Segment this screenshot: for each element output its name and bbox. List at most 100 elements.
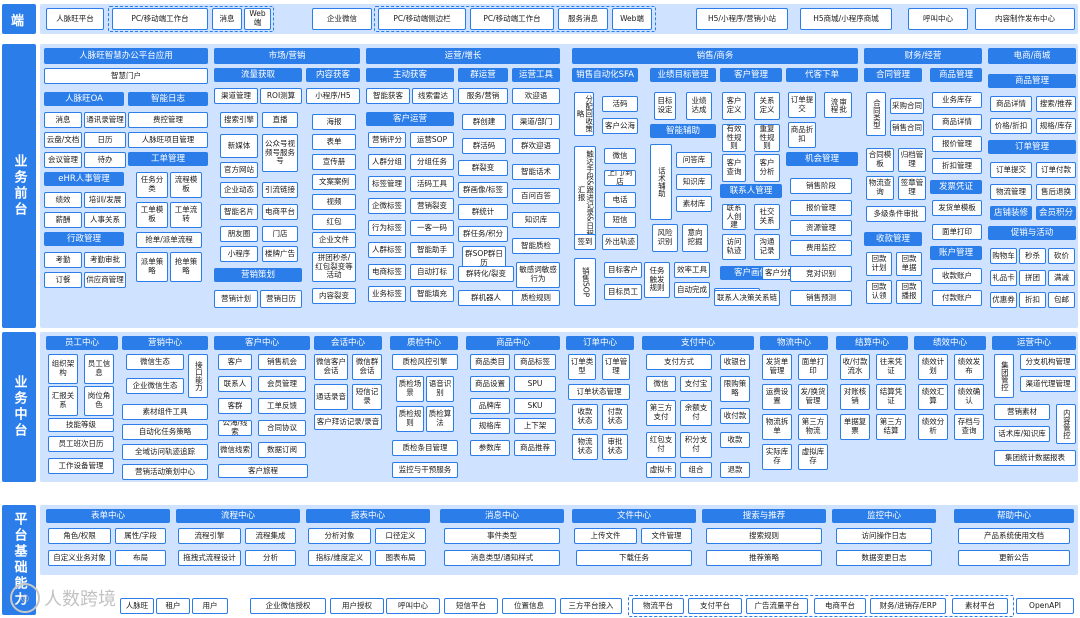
section-header: 人脉旺智慧办公平台应用 xyxy=(44,48,208,64)
module-box: 存档与查询 xyxy=(954,414,984,440)
module-box: 活码工具 xyxy=(410,176,454,192)
module-box: 礼品卡 xyxy=(990,270,1017,286)
module-box: 服务消息 xyxy=(558,8,608,30)
module-box: 外出轨迹 xyxy=(602,234,638,250)
watermark: ◎人数跨境 xyxy=(10,583,125,613)
module-box: 智能质检 xyxy=(512,238,560,254)
module-box: 质检算法 xyxy=(426,406,454,432)
module-box: 群机器人 xyxy=(458,290,514,306)
module-box: 拖拽式流程设计 xyxy=(178,550,241,566)
section-header: 促销与活动 xyxy=(988,226,1076,240)
section-header: 行政管理 xyxy=(44,232,124,246)
section-header: 运营/增长 xyxy=(366,48,560,64)
module-box: 红包支付 xyxy=(646,432,676,458)
module-box: 联系人决策关系链 xyxy=(714,290,780,306)
module-box: 电商平台 xyxy=(262,204,298,220)
module-box: 积分支付 xyxy=(680,432,712,458)
module-box: 签章管理 xyxy=(898,176,926,200)
module-box: 工作设备管理 xyxy=(48,458,114,474)
module-box: 更新公告 xyxy=(958,550,1070,566)
module-box: 发货单模板 xyxy=(932,200,982,216)
section-header: 商品中心 xyxy=(466,336,560,350)
dashed-group xyxy=(108,6,274,32)
section-header: 报表中心 xyxy=(306,509,430,523)
module-box: 工单模板 xyxy=(136,202,168,228)
bottom-capability: 财务/进销存/ERP xyxy=(870,598,946,614)
module-box: H5商城/小程序商城 xyxy=(800,8,892,30)
module-box: 客户旅程 xyxy=(218,464,308,478)
watermark-logo-icon: ◎ xyxy=(10,583,40,613)
module-box: 分析 xyxy=(245,550,296,566)
module-box: 企微标签 xyxy=(368,198,406,214)
module-box: 群转化/裂变 xyxy=(458,266,514,282)
module-box: 对账核销 xyxy=(840,384,870,410)
module-box: 订单状态管理 xyxy=(568,384,630,400)
module-box: 考勤审批 xyxy=(84,252,126,268)
module-box: 文案案例 xyxy=(312,174,356,190)
module-box: 群活码 xyxy=(462,138,506,154)
module-box: 意向挖掘 xyxy=(682,224,708,252)
module-box: 合同类型 xyxy=(866,92,886,136)
module-box: 报价管理 xyxy=(790,200,852,216)
module-box: 社交关系 xyxy=(754,204,780,230)
section-header: 支付中心 xyxy=(642,336,754,350)
bottom-capability: 租户 xyxy=(156,598,190,614)
module-box: 客户分群 xyxy=(762,266,798,280)
section-header: 流量获取 xyxy=(214,68,302,82)
module-box: 收/付款流水 xyxy=(840,354,870,380)
module-box: 百问百答 xyxy=(512,188,560,204)
bottom-capability: 短信平台 xyxy=(444,598,498,614)
module-box: 客户查询 xyxy=(722,154,746,182)
module-box: 群画像/标签 xyxy=(458,182,508,198)
module-box: 质检规则 xyxy=(396,406,424,432)
module-box: 企业文件 xyxy=(312,232,356,248)
module-box: 智能助手 xyxy=(410,242,454,258)
section-header: 绩效中心 xyxy=(914,336,986,350)
module-box: 联系人创建 xyxy=(722,204,746,230)
module-box: 物流管理 xyxy=(990,184,1032,200)
module-box: 折扣管理 xyxy=(932,158,982,174)
module-box: 营销活动策划中心 xyxy=(122,464,208,480)
module-box: 收款账户 xyxy=(932,268,982,284)
section-header: eHR人事管理 xyxy=(44,172,124,186)
module-box: 资源管理 xyxy=(790,220,852,236)
module-box: 营销裂变 xyxy=(410,198,454,214)
module-box: 行为标签 xyxy=(368,220,406,236)
module-box: 抢单/派单流程 xyxy=(136,232,202,248)
module-box: 楼牌广告 xyxy=(262,246,298,262)
bottom-capability: 人脉旺 xyxy=(120,598,154,614)
module-box: 直播 xyxy=(262,112,298,128)
module-box: 派单策略 xyxy=(136,252,168,282)
module-box: 指标/维度定义 xyxy=(308,550,371,566)
section-header: 商品管理 xyxy=(930,68,982,82)
module-box: 商品标签 xyxy=(514,354,556,370)
module-box: 企业微信生态 xyxy=(126,378,184,394)
module-box: 商品类目 xyxy=(470,354,510,370)
module-box: 质检条目管理 xyxy=(392,440,458,456)
module-box: 收款 xyxy=(720,432,750,448)
module-box: 属性/字段 xyxy=(115,528,166,544)
module-box: 角色/权限 xyxy=(48,528,111,544)
module-box: 薪酬 xyxy=(44,212,82,228)
module-box: 物流查询 xyxy=(866,176,894,200)
section-header: 客户中心 xyxy=(214,336,310,350)
module-box: PC/移动端侧边栏 xyxy=(378,8,466,30)
module-box: 人群分组 xyxy=(368,154,406,170)
module-box: 自动完成 xyxy=(674,282,710,298)
module-box: 微信 xyxy=(604,148,636,164)
module-box: 客群 xyxy=(218,398,252,414)
module-box: 下载任务 xyxy=(576,550,692,566)
module-box: 绩效汇算 xyxy=(918,384,948,410)
section-header: 工单管理 xyxy=(128,152,208,166)
module-box: 流程模板 xyxy=(170,172,202,198)
module-box: ROI测算 xyxy=(260,88,302,104)
module-box: 业绩达成 xyxy=(686,92,712,120)
section-header: 群运营 xyxy=(458,68,508,82)
dashed-group xyxy=(374,6,656,32)
module-box: 渠道/部门 xyxy=(512,114,560,130)
section-header: 店铺装修 xyxy=(990,206,1032,220)
module-box: 会员管理 xyxy=(258,376,306,392)
module-box: 付款状态 xyxy=(602,404,628,430)
bottom-capability: 三方平台接入 xyxy=(560,598,622,614)
module-box: 绩效分析 xyxy=(918,414,948,440)
